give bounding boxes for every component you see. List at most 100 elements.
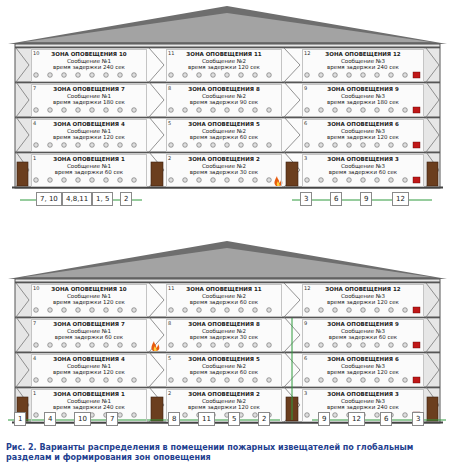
message-name: Сообщение №1	[67, 93, 111, 100]
delay-time: время задержки 120 сек	[188, 64, 260, 71]
message-name: Сообщение №3	[341, 293, 385, 300]
fire-icon	[151, 341, 159, 351]
zone-heading: ЗОНА ОПОВЕЩЕНИЯ 1	[53, 391, 125, 398]
section-number: 11	[202, 415, 211, 423]
delay-time: время задержки 60 сек	[190, 299, 258, 306]
delay-time: время задержки 30 сек	[190, 334, 258, 341]
message-name: Сообщение №3	[341, 93, 385, 100]
alert-zone: ЗОНА ОПОВЕЩЕНИЯ 7Сообщение №1время задер…	[31, 84, 147, 117]
message-name: Сообщение №2	[202, 128, 246, 135]
alert-zone: ЗОНА ОПОВЕЩЕНИЯ 8Сообщение №2время задер…	[166, 319, 282, 352]
zone-heading: ЗОНА ОПОВЕЩЕНИЯ 11	[186, 286, 261, 293]
corner-number: 8	[168, 86, 171, 91]
zone-heading: ЗОНА ОПОВЕЩЕНИЯ 8	[188, 321, 260, 328]
delay-time: время задержки 120 сек	[53, 369, 125, 376]
delay-time: время задержки 120 сек	[53, 134, 125, 141]
message-name: Сообщение №3	[341, 128, 385, 135]
section-box: 5	[228, 412, 240, 426]
alert-zone: ЗОНА ОПОВЕЩЕНИЯ 5Сообщение №2время задер…	[166, 354, 282, 387]
alert-zone: ЗОНА ОПОВЕЩЕНИЯ 12Сообщение №3время заде…	[302, 284, 424, 317]
message-name: Сообщение №1	[67, 58, 111, 65]
corner-number: 3	[304, 391, 307, 396]
corner-number: 2	[168, 391, 171, 396]
delay-time: время задержки 90 сек	[190, 99, 258, 106]
section-number: 4	[48, 415, 52, 423]
corner-number: 9	[304, 321, 307, 326]
message-name: Сообщение №1	[67, 363, 111, 370]
message-name: Сообщение №2	[202, 163, 246, 170]
building-top	[8, 6, 447, 189]
delay-time: время задержки 120 сек	[327, 134, 399, 141]
section-box: 9	[360, 192, 372, 206]
section-number: 3	[304, 195, 308, 203]
zone-heading: ЗОНА ОПОВЕЩЕНИЯ 3	[327, 156, 399, 163]
zone-heading: ЗОНА ОПОВЕЩЕНИЯ 3	[327, 391, 399, 398]
section-number: 7, 10	[40, 195, 58, 203]
section-box: 12	[392, 192, 409, 206]
corner-number: 7	[33, 321, 36, 326]
zone-heading: ЗОНА ОПОВЕЩЕНИЯ 2	[188, 391, 260, 398]
delay-time: время задержки 180 сек	[53, 99, 125, 106]
building-bottom	[8, 241, 447, 424]
delay-time: время задержки 60 сек	[190, 369, 258, 376]
corner-number: 4	[33, 356, 36, 361]
section-number: 6	[334, 195, 338, 203]
zone-heading: ЗОНА ОПОВЕЩЕНИЯ 9	[327, 321, 399, 328]
corner-number: 11	[168, 286, 174, 291]
delay-time: время задержки 120 сек	[188, 404, 260, 411]
message-name: Сообщение №3	[341, 398, 385, 405]
zone-heading: ЗОНА ОПОВЕЩЕНИЯ 8	[188, 86, 260, 93]
alert-zone: ЗОНА ОПОВЕЩЕНИЯ 11Сообщение №2время заде…	[166, 49, 282, 82]
zone-heading: ЗОНА ОПОВЕЩЕНИЯ 4	[53, 121, 125, 128]
corner-number: 10	[33, 51, 39, 56]
alert-zone: ЗОНА ОПОВЕЩЕНИЯ 9Сообщение №3время задер…	[302, 84, 424, 117]
section-number: 2	[262, 415, 266, 423]
delay-time: время задержки 180 сек	[327, 99, 399, 106]
message-name: Сообщение №3	[341, 328, 385, 335]
corner-number: 5	[168, 121, 171, 126]
delay-time: время задержки 60 сек	[329, 334, 397, 341]
section-number: 7	[110, 415, 114, 423]
section-number: 6	[384, 415, 388, 423]
alert-zone: ЗОНА ОПОВЕЩЕНИЯ 4Сообщение №1время задер…	[31, 354, 147, 387]
alert-zone: ЗОНА ОПОВЕЩЕНИЯ 7Сообщение №1время задер…	[31, 319, 147, 352]
section-box: 7, 10	[36, 192, 62, 206]
section-number: 1, 5	[96, 195, 109, 203]
alert-zone: ЗОНА ОПОВЕЩЕНИЯ 5Сообщение №2время задер…	[166, 119, 282, 152]
corner-number: 4	[33, 121, 36, 126]
corner-number: 2	[168, 156, 171, 161]
corner-number: 12	[304, 286, 310, 291]
section-number: 1	[18, 415, 22, 423]
delay-time: время задержки 240 сек	[327, 64, 399, 71]
message-name: Сообщение №3	[341, 58, 385, 65]
green-line	[292, 318, 293, 420]
zone-heading: ЗОНА ОПОВЕЩЕНИЯ 11	[186, 51, 261, 58]
figure-caption: Рис. 2. Варианты распределения в помещен…	[6, 443, 449, 462]
message-name: Сообщение №2	[202, 58, 246, 65]
section-number: 8	[172, 415, 176, 423]
alert-zone: ЗОНА ОПОВЕЩЕНИЯ 6Сообщение №3время задер…	[302, 119, 424, 152]
zone-heading: ЗОНА ОПОВЕЩЕНИЯ 10	[51, 286, 126, 293]
delay-time: время задержки 120 сек	[53, 299, 125, 306]
zone-heading: ЗОНА ОПОВЕЩЕНИЯ 5	[188, 121, 260, 128]
zone-heading: ЗОНА ОПОВЕЩЕНИЯ 1	[53, 156, 125, 163]
corner-number: 1	[33, 391, 36, 396]
section-number: 5	[232, 415, 236, 423]
section-number: 4,8,11	[66, 195, 88, 203]
zone-heading: ЗОНА ОПОВЕЩЕНИЯ 9	[327, 86, 399, 93]
section-number: 9	[364, 195, 368, 203]
alert-zone: ЗОНА ОПОВЕЩЕНИЯ 2Сообщение №2время задер…	[166, 154, 282, 187]
corner-number: 12	[304, 51, 310, 56]
message-name: Сообщение №1	[67, 128, 111, 135]
section-box: 1	[14, 412, 26, 426]
corner-number: 5	[168, 356, 171, 361]
message-name: Сообщение №1	[67, 293, 111, 300]
zone-heading: ЗОНА ОПОВЕЩЕНИЯ 6	[327, 356, 399, 363]
message-name: Сообщение №2	[202, 293, 246, 300]
section-box: 6	[380, 412, 392, 426]
delay-time: время задержки 60 сек	[190, 134, 258, 141]
section-number: 12	[352, 415, 361, 423]
delay-time: время задержки 120 сек	[327, 369, 399, 376]
message-name: Сообщение №2	[202, 93, 246, 100]
